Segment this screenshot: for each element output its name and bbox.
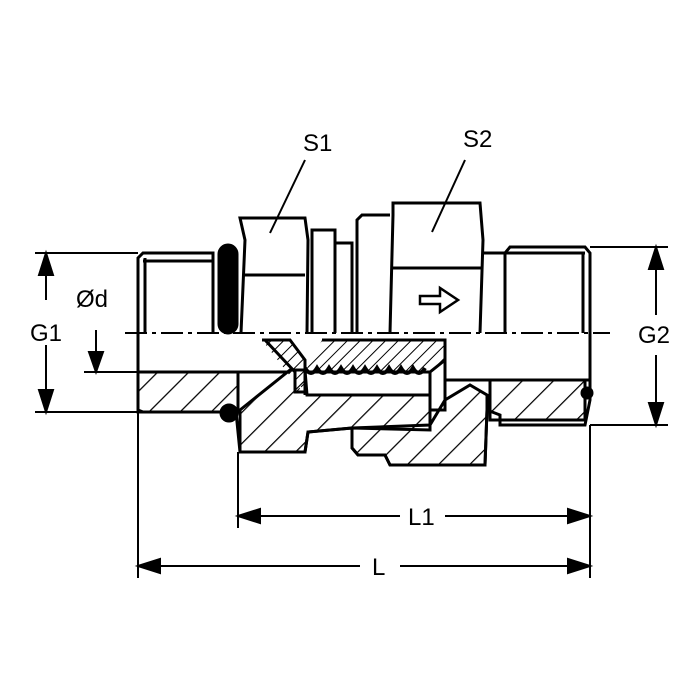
nut-s2 [388,201,485,334]
flow-arrow-icon [418,285,461,315]
nut-s1 [238,216,310,334]
label-g1: G1 [30,320,63,347]
spring [303,364,427,375]
o-ring-upper [217,243,239,335]
label-l: L [372,554,386,581]
label-s1: S1 [303,130,333,157]
left-thread-upper [136,251,215,333]
label-diameter-d: Ød [76,286,109,313]
valve-seat [305,338,447,374]
label-s2: S2 [463,126,493,153]
o-ring-lower [219,403,239,423]
label-l1: L1 [408,504,435,531]
valve-poppet [262,338,307,395]
label-g2: G2 [638,322,671,349]
